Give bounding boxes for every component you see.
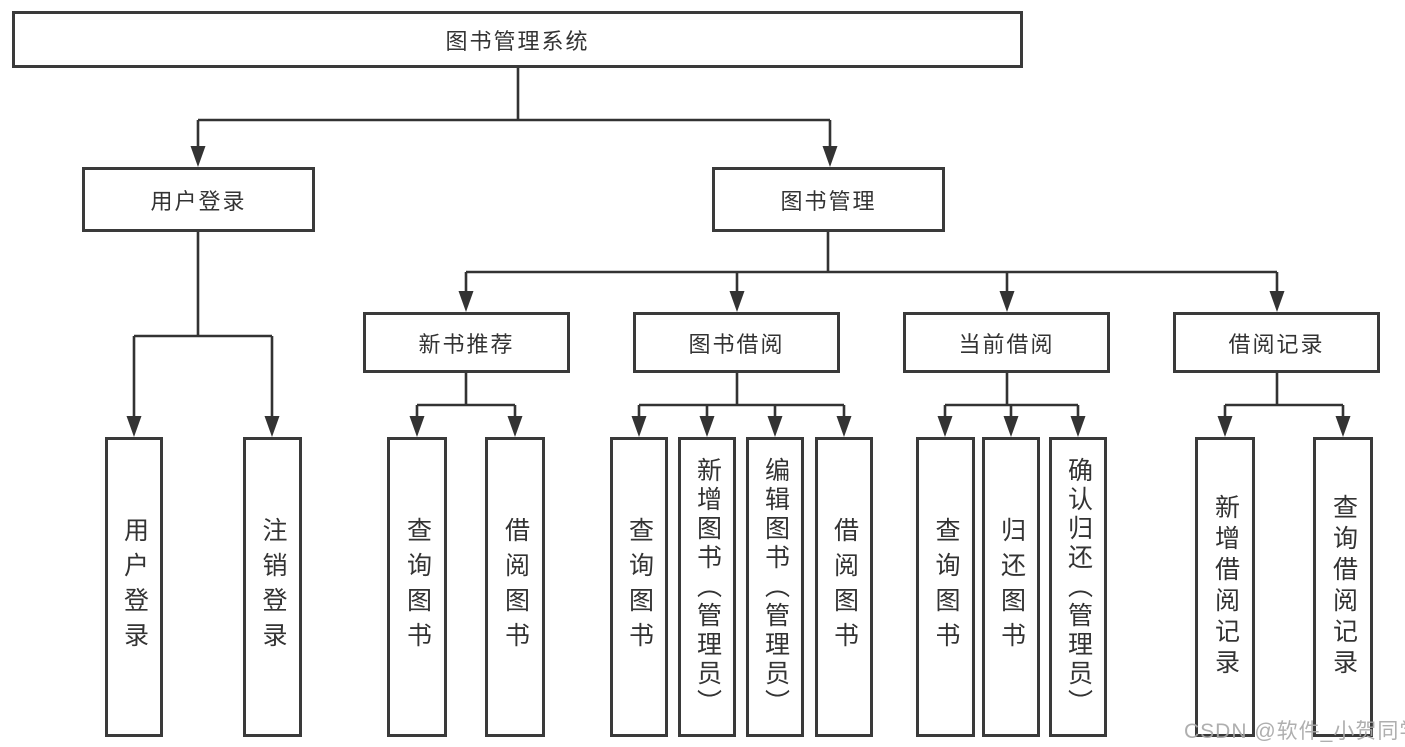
connector-borrow-records-group <box>1217 373 1351 437</box>
connector-current-borrow-group <box>937 373 1086 437</box>
node-root-library-system: 图书管理系统 <box>12 11 1023 68</box>
node-borrowing-records: 借阅记录 <box>1173 312 1380 373</box>
leaf-cb-query-books: 查询图书 <box>916 437 975 737</box>
node-user-login: 用户登录 <box>82 167 315 232</box>
leaf-bb-edit-book-admin: 编辑图书（管理员） <box>746 437 804 737</box>
leaf-cb-return-books: 归还图书 <box>982 437 1040 737</box>
connector-book-mgmt-to-level3 <box>458 232 1285 312</box>
node-current-borrowing: 当前借阅 <box>903 312 1110 373</box>
leaf-bb-query-books: 查询图书 <box>610 437 668 737</box>
connector-root-to-level2 <box>190 68 838 167</box>
leaf-br-query-record: 查询借阅记录 <box>1313 437 1373 737</box>
leaf-logout: 注销登录 <box>243 437 302 737</box>
connector-book-borrow-group <box>631 373 852 437</box>
connector-new-books-group <box>409 373 523 437</box>
csdn-watermark: CSDN @软件_小贺同学 <box>1184 720 1405 743</box>
leaf-bb-borrow-books: 借阅图书 <box>815 437 873 737</box>
leaf-bb-add-book-admin: 新增图书（管理员） <box>678 437 736 737</box>
leaf-user-login: 用户登录 <box>105 437 163 737</box>
node-new-book-recommend: 新书推荐 <box>363 312 570 373</box>
leaf-br-add-record: 新增借阅记录 <box>1195 437 1255 737</box>
leaf-nb-borrow-books: 借阅图书 <box>485 437 545 737</box>
leaf-nb-query-books: 查询图书 <box>387 437 447 737</box>
connector-user-login-group <box>126 232 280 437</box>
node-book-borrowing: 图书借阅 <box>633 312 840 373</box>
leaf-cb-confirm-return-admin: 确认归还（管理员） <box>1049 437 1107 737</box>
node-book-management: 图书管理 <box>712 167 945 232</box>
